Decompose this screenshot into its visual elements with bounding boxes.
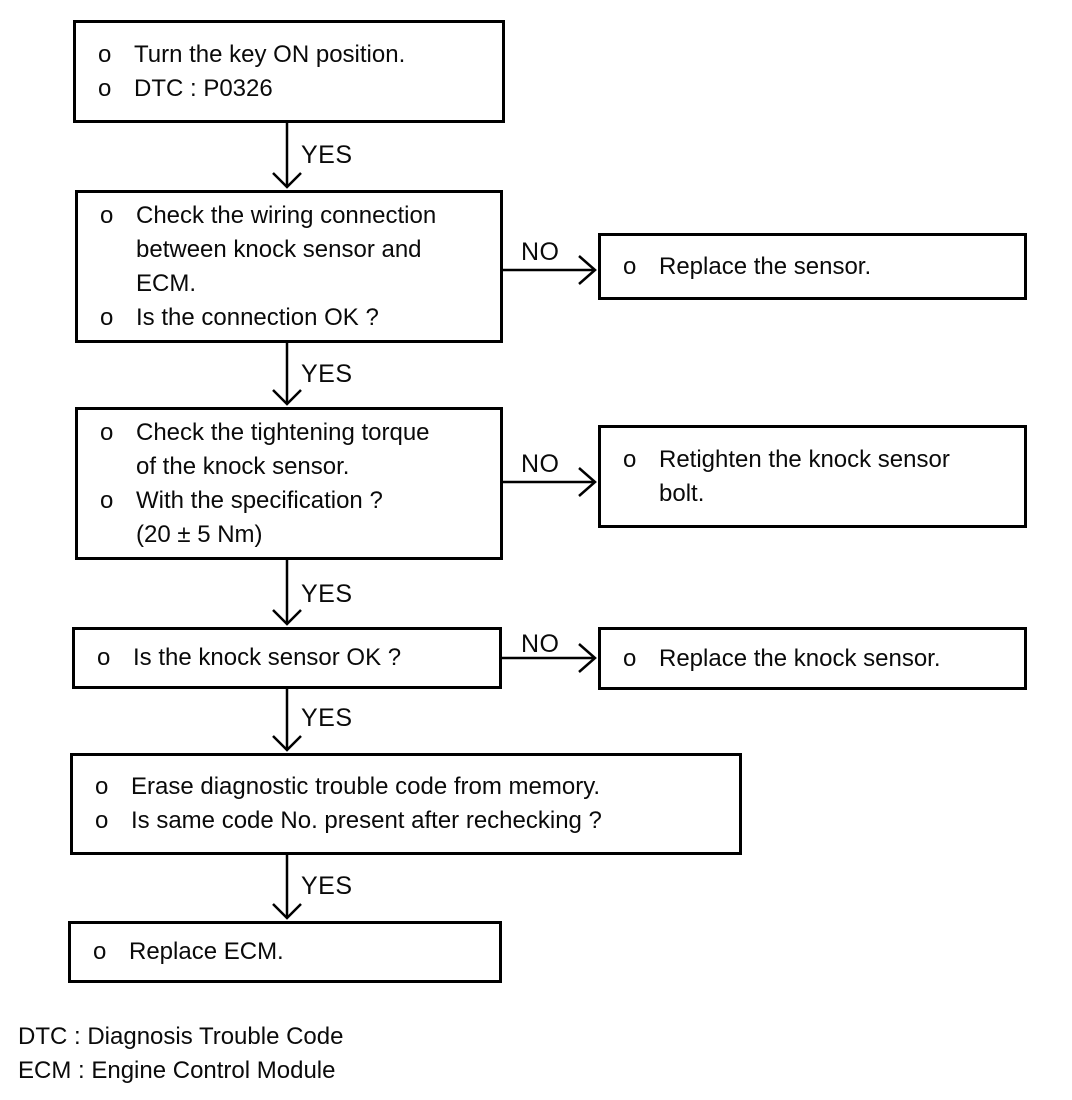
step-text: between knock sensor and xyxy=(136,235,422,263)
step-text: ECM. xyxy=(136,269,196,297)
flow-step-4: o Is the knock sensor OK ? xyxy=(72,627,502,689)
bullet-item: o Is same code No. present after recheck… xyxy=(95,804,725,838)
flow-branch-2: o Retighten the knock sensor bolt. xyxy=(598,425,1027,528)
yes-label-3: YES xyxy=(301,580,353,608)
bullet-marker: o xyxy=(623,445,637,473)
flow-branch-1: o Replace the sensor. xyxy=(598,233,1027,300)
bullet-item: o Check the tightening torque of the kno… xyxy=(100,416,486,484)
yes-arrow-5 xyxy=(272,855,302,920)
flow-step-1: o Turn the key ON position. o DTC : P032… xyxy=(73,20,505,123)
bullet-item: o Is the knock sensor OK ? xyxy=(97,641,485,675)
bullet-marker: o xyxy=(97,644,111,671)
yes-arrow-4 xyxy=(272,689,302,752)
step-text: bolt. xyxy=(659,479,705,507)
step-text: Is same code No. present after recheckin… xyxy=(131,807,602,834)
bullet-item: o Replace ECM. xyxy=(93,935,485,969)
flow-step-6: o Replace ECM. xyxy=(68,921,502,983)
step-text: Turn the key ON position. xyxy=(134,40,406,68)
bullet-marker: o xyxy=(98,74,112,102)
bullet-marker: o xyxy=(95,807,109,834)
step-text: Replace the sensor. xyxy=(659,252,872,280)
bullet-item: o Retighten the knock sensor bolt. xyxy=(623,443,1010,511)
yes-label-5: YES xyxy=(301,872,353,900)
yes-label-1: YES xyxy=(301,141,353,169)
flow-step-5: o Erase diagnostic trouble code from mem… xyxy=(70,753,742,855)
bullet-marker: o xyxy=(623,644,637,672)
yes-arrow-3 xyxy=(272,560,302,626)
step-text: Is the connection OK ? xyxy=(136,303,379,331)
bullet-item: o Is the connection OK ? xyxy=(100,301,486,335)
step-text: Replace the knock sensor. xyxy=(659,644,941,672)
step-text: Is the knock sensor OK ? xyxy=(133,644,402,671)
bullet-item: o Turn the key ON position. xyxy=(98,38,488,72)
no-label-1: NO xyxy=(521,238,560,266)
bullet-marker: o xyxy=(100,303,114,331)
bullet-item: o Replace the sensor. xyxy=(623,250,1010,284)
bullet-marker: o xyxy=(100,486,114,514)
step-text: With the specification ? xyxy=(136,486,383,514)
no-arrow-1 xyxy=(503,255,597,285)
no-label-2: NO xyxy=(521,450,560,478)
yes-arrow-2 xyxy=(272,343,302,406)
bullet-item: o DTC : P0326 xyxy=(98,72,488,106)
bullet-item: o Erase diagnostic trouble code from mem… xyxy=(95,770,725,804)
bullet-marker: o xyxy=(95,773,109,800)
flow-branch-3: o Replace the knock sensor. xyxy=(598,627,1027,690)
legend-dtc: DTC : Diagnosis Trouble Code xyxy=(18,1023,344,1050)
legend: DTC : Diagnosis Trouble Code ECM : Engin… xyxy=(18,1020,343,1088)
bullet-marker: o xyxy=(623,252,637,280)
bullet-item: o Replace the knock sensor. xyxy=(623,642,1010,676)
yes-label-2: YES xyxy=(301,360,353,388)
step-text: Replace ECM. xyxy=(129,938,284,965)
step-text: Check the tightening torque xyxy=(136,418,430,446)
bullet-marker: o xyxy=(98,40,112,68)
bullet-item: o Check the wiring connection between kn… xyxy=(100,199,486,301)
bullet-marker: o xyxy=(100,418,114,446)
step-text: Check the wiring connection xyxy=(136,201,437,229)
step-text: DTC : P0326 xyxy=(134,74,273,102)
legend-ecm: ECM : Engine Control Module xyxy=(18,1057,336,1084)
flow-step-3: o Check the tightening torque of the kno… xyxy=(75,407,503,560)
step-text: of the knock sensor. xyxy=(136,452,350,480)
bullet-item: o With the specification ? (20 ± 5 Nm) xyxy=(100,484,486,552)
yes-arrow-1 xyxy=(272,123,302,189)
yes-label-4: YES xyxy=(301,704,353,732)
step-text: Retighten the knock sensor xyxy=(659,445,950,473)
bullet-marker: o xyxy=(93,938,107,965)
flow-step-2: o Check the wiring connection between kn… xyxy=(75,190,503,343)
no-label-3: NO xyxy=(521,630,560,658)
step-text: (20 ± 5 Nm) xyxy=(136,520,263,548)
bullet-marker: o xyxy=(100,201,114,229)
no-arrow-2 xyxy=(503,467,597,497)
no-arrow-3 xyxy=(502,643,597,673)
step-text: Erase diagnostic trouble code from memor… xyxy=(131,773,601,800)
